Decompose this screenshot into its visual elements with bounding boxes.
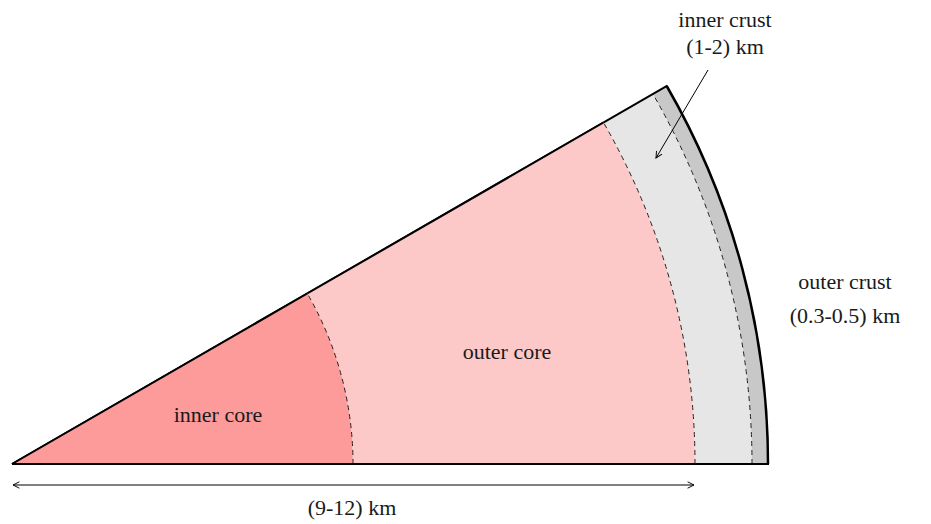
leader-arrow: [656, 70, 708, 158]
wedge-edge: [307, 123, 603, 294]
wedge-edge: [12, 294, 307, 465]
layer-label: outer crust: [798, 270, 891, 294]
dimension-label: (9-12) km: [308, 496, 397, 520]
layer-name: inner core: [174, 403, 263, 427]
layer-label: inner crust: [678, 8, 771, 32]
layer-region: inner core: [10, 288, 358, 466]
layer-fill: [307, 123, 695, 465]
wedge-edge: [12, 463, 353, 465]
layer-label: (0.3-0.5) km: [790, 304, 901, 328]
layer-name: outer core: [463, 340, 552, 364]
layer-label: (1-2) km: [686, 35, 764, 59]
dimension-arrow: [13, 485, 694, 486]
layer-shape: [10, 288, 358, 466]
layer-fill: [12, 294, 353, 465]
layer-boundary: [604, 123, 696, 465]
wedge-edge: [12, 463, 769, 465]
wedge-edge: [353, 463, 695, 465]
